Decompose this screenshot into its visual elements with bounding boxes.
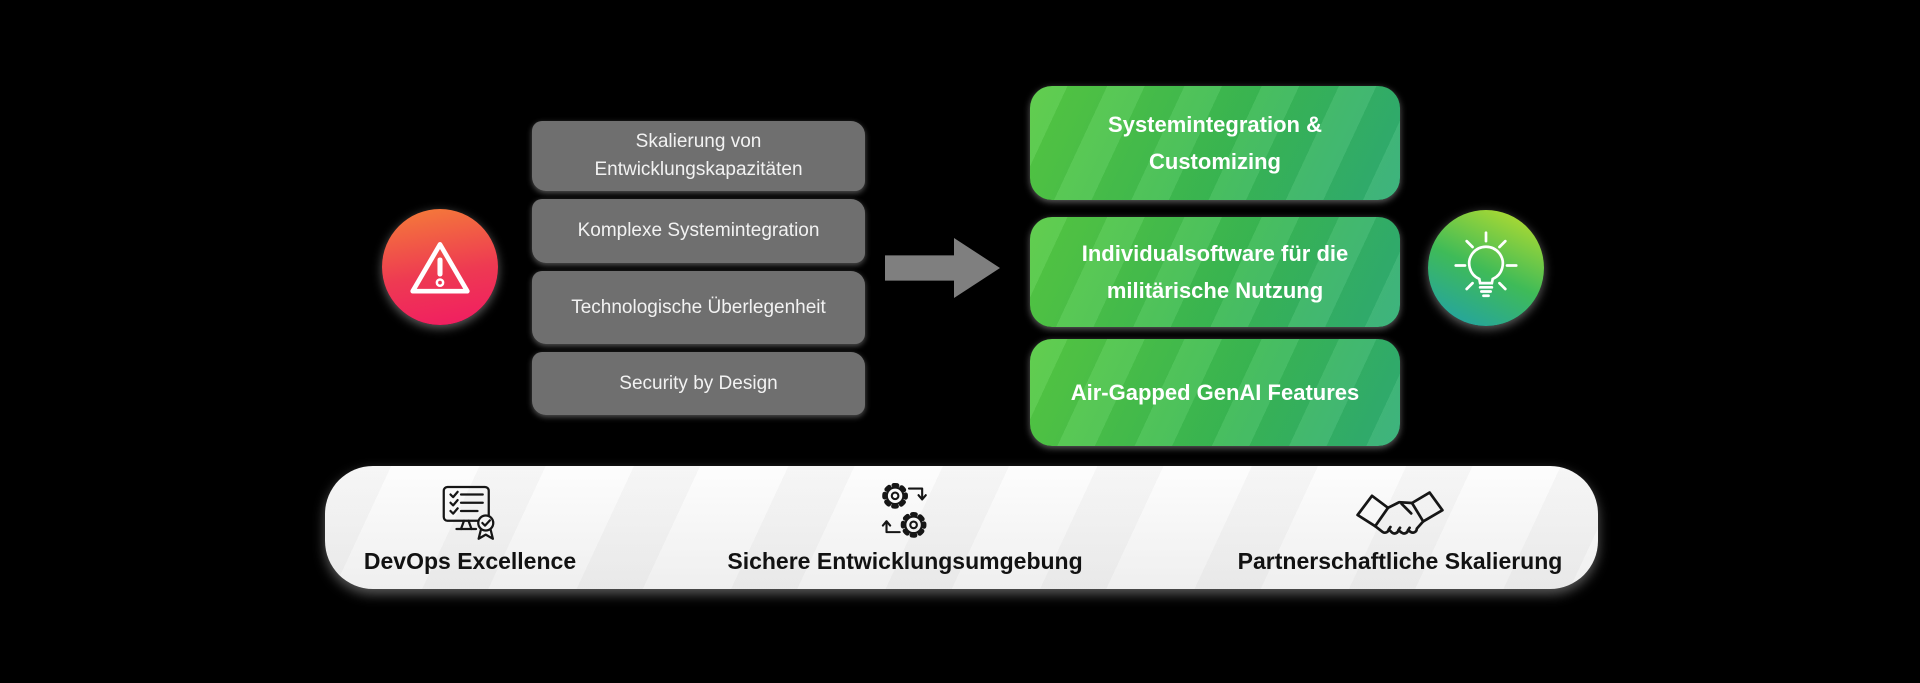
- challenge-box-1: Skalierung von Entwicklungskapazitäten: [532, 121, 865, 191]
- solution-box-2: Individualsoftware für die militärische …: [1030, 217, 1400, 327]
- solution-label: Systemintegration & Customizing: [1108, 112, 1322, 174]
- handshake-icon: [1352, 476, 1448, 544]
- devops-monitor-icon: [431, 476, 509, 544]
- solution-box-3: Air-Gapped GenAI Features: [1030, 339, 1400, 446]
- solution-label: Air-Gapped GenAI Features: [1070, 380, 1360, 405]
- challenge-label: Skalierung von Entwicklungskapazitäten: [594, 131, 803, 180]
- solution-box-1: Systemintegration & Customizing: [1030, 86, 1400, 200]
- challenge-label: Security by Design: [619, 372, 778, 394]
- solution-label: Individualsoftware für die militärische …: [1081, 241, 1349, 303]
- challenge-label: Technologische Überlegenheit: [571, 296, 826, 318]
- solutions-badge: [1428, 210, 1544, 326]
- warning-icon: [401, 228, 479, 306]
- challenge-box-2: Komplexe Systemintegration: [532, 199, 865, 263]
- pillar-secure-environment: Sichere Entwicklungsumgebung: [727, 476, 1083, 579]
- pillar-label: Sichere Entwicklungsumgebung: [727, 548, 1083, 574]
- pillar-label: DevOps Excellence: [363, 548, 577, 574]
- right-arrow-icon: [885, 238, 1000, 298]
- gears-cycle-icon: [871, 476, 939, 544]
- pillar-partnership-scaling: Partnerschaftliche Skalierung: [1237, 476, 1563, 579]
- challenges-badge: [382, 209, 498, 325]
- challenge-box-4: Security by Design: [532, 352, 865, 415]
- pillar-label: Partnerschaftliche Skalierung: [1237, 548, 1563, 574]
- challenge-box-3: Technologische Überlegenheit: [532, 271, 865, 344]
- lightbulb-icon: [1444, 226, 1528, 310]
- challenge-label: Komplexe Systemintegration: [577, 220, 820, 241]
- pillar-devops-excellence: DevOps Excellence: [330, 476, 610, 579]
- foundation-bar: DevOps Excellence Sichere Entwicklungsum…: [325, 466, 1598, 589]
